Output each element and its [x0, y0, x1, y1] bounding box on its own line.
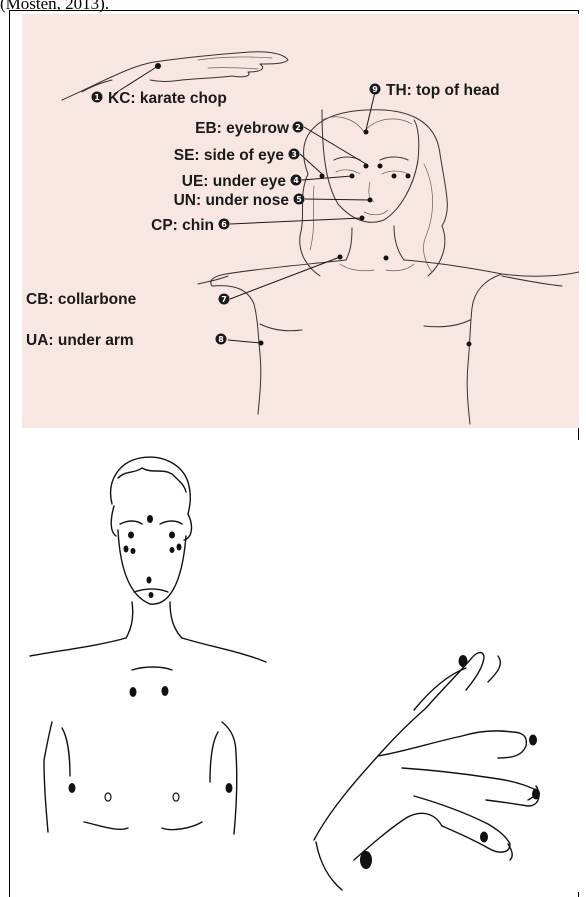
point-label-7: CB: collarbone 7 — [26, 291, 230, 308]
point-label-3: SE: side of eye 3 — [174, 147, 300, 164]
point-thumb — [459, 655, 468, 667]
point-right-brow — [169, 532, 175, 539]
svg-text:CP: chin: CP: chin — [151, 217, 214, 234]
male-illustration — [22, 440, 579, 892]
point-label-4: UE: under eye 4 — [182, 173, 302, 190]
man-hand-drawing — [314, 653, 539, 890]
svg-text:SE: side of eye: SE: side of eye — [174, 147, 285, 164]
svg-text:7: 7 — [221, 295, 227, 304]
svg-text:6: 6 — [221, 220, 227, 229]
point-eyebrow-left — [364, 164, 369, 169]
point-right-side-eye — [177, 544, 182, 551]
point-left-side-eye — [124, 546, 129, 553]
point-collarbone-right — [384, 256, 389, 261]
svg-text:1: 1 — [94, 93, 100, 102]
point-label-1: 1 KC: karate chop — [92, 90, 227, 107]
point-index-finger — [529, 735, 537, 746]
point-under-arm-right-male — [226, 783, 233, 793]
svg-text:UA: under arm: UA: under arm — [26, 332, 134, 349]
svg-text:9: 9 — [372, 85, 378, 94]
point-side-eye-right — [406, 174, 411, 179]
svg-text:2: 2 — [295, 123, 301, 132]
point-right-under-eye — [170, 547, 175, 553]
female-illustration: 1 KC: karate chop 9 TH: top of head EB: … — [22, 14, 579, 428]
point-label-8: UA: under arm 8 — [26, 332, 227, 349]
svg-text:4: 4 — [293, 176, 299, 185]
svg-text:UN: under nose: UN: under nose — [174, 192, 290, 209]
man-torso-drawing — [30, 638, 266, 834]
point-label-2: EB: eyebrow 2 — [195, 120, 303, 137]
point-left-under-eye — [131, 548, 136, 554]
svg-text:KC: karate chop: KC: karate chop — [108, 90, 227, 107]
point-label-6: CP: chin 6 — [151, 217, 229, 234]
male-tapping-points-panel — [22, 440, 579, 892]
point-top-brow — [147, 515, 153, 523]
svg-text:8: 8 — [218, 335, 224, 344]
point-collarbone-left-male — [130, 687, 137, 697]
woman-head-sketch — [300, 110, 448, 276]
point-chin-male — [149, 592, 154, 598]
point-under-nose-male — [147, 577, 152, 584]
svg-text:5: 5 — [296, 195, 302, 204]
point-karate-chop-male — [360, 851, 372, 869]
svg-text:TH: top of head: TH: top of head — [386, 82, 500, 99]
point-under-arm-left-male — [69, 783, 76, 793]
svg-text:EB: eyebrow: EB: eyebrow — [195, 120, 290, 137]
point-eyebrow-right — [378, 164, 383, 169]
svg-text:3: 3 — [291, 150, 297, 159]
point-under-arm-right — [467, 342, 472, 347]
point-label-9: 9 TH: top of head — [370, 82, 500, 99]
svg-text:CB: collarbone: CB: collarbone — [26, 291, 137, 308]
point-label-5: UN: under nose 5 — [174, 192, 305, 209]
point-ring-finger — [480, 832, 488, 843]
svg-text:UE: under eye: UE: under eye — [182, 173, 287, 190]
point-under-eye-right — [392, 174, 397, 179]
point-side-eye-left — [320, 174, 325, 179]
point-collarbone-right-male — [162, 686, 169, 696]
point-middle-finger — [532, 789, 540, 800]
point-left-brow — [128, 532, 134, 539]
female-tapping-points-panel: 1 KC: karate chop 9 TH: top of head EB: … — [22, 14, 579, 428]
point-top-of-head — [364, 130, 369, 135]
